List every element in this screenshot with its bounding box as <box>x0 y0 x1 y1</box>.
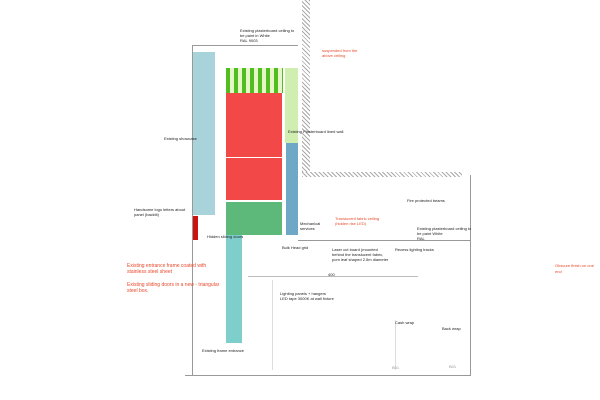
label-ceiling-right: Existing plasterboard ceiling to be pain… <box>417 226 472 241</box>
label-lighting: Lighting panels + hangers LED tape 3000K… <box>280 291 334 301</box>
cash-wrap-line <box>395 320 396 370</box>
label-sliding-note: Existing sliding doors in a new - triang… <box>127 282 220 294</box>
label-entrance-note: Existing entrance frame coated with stai… <box>127 263 207 275</box>
label-hidden-doors: Hidden sliding doors <box>207 234 244 239</box>
label-suspended: suspended from the above ceiling <box>322 48 358 58</box>
entrance-door-red <box>193 216 198 240</box>
red-block-upper <box>226 93 282 157</box>
label-frame-entrance: Existing frame entrance <box>202 348 245 353</box>
teal-block <box>226 235 242 343</box>
striped-green-block <box>226 68 283 93</box>
label-translucent: Translucent fabric ceiling (hidden rise … <box>335 216 380 226</box>
steel-blue-block <box>286 143 298 235</box>
label-recess: Recess lighting tracks <box>395 247 434 252</box>
label-plasterboard-wall: Existing Plasterboard lined wall <box>288 129 344 134</box>
showcase-block <box>193 52 215 215</box>
wall-right <box>470 175 471 375</box>
label-ceiling-top: Existing plasterboard ceiling to be pain… <box>240 28 295 43</box>
lighting-zone-line <box>272 280 273 370</box>
wall-left <box>192 45 193 375</box>
green-block <box>226 202 282 235</box>
tag-b01-a: B01 <box>392 365 400 370</box>
label-back-wrap: Back wrap <box>442 326 461 331</box>
red-block-lower <box>226 158 282 200</box>
label-cash-wrap: Cash wrap <box>395 320 415 325</box>
label-fire-beams: Fire protected beams <box>407 198 445 203</box>
label-mechanical: Mechanical services <box>300 221 321 231</box>
label-dimension: 400 <box>328 272 335 277</box>
light-green-block <box>285 68 298 143</box>
label-laser-cut: Laser cut board (mounted behind the tran… <box>332 247 389 262</box>
label-bulkhead: Bulk Head grid <box>282 245 309 250</box>
ceiling-line <box>298 240 470 241</box>
dimension-line <box>248 276 418 277</box>
label-obscure: Obscure finish on one end <box>555 263 594 274</box>
hatched-wall-h <box>302 172 462 177</box>
tag-b01-b: B01 <box>449 364 457 369</box>
hatched-wall <box>302 0 310 176</box>
label-logo: Handsome logo letters about panel (backl… <box>134 207 186 217</box>
wall-bottom <box>185 375 471 376</box>
label-showcase: Existing showcase <box>164 136 197 141</box>
wall-top <box>192 45 298 46</box>
